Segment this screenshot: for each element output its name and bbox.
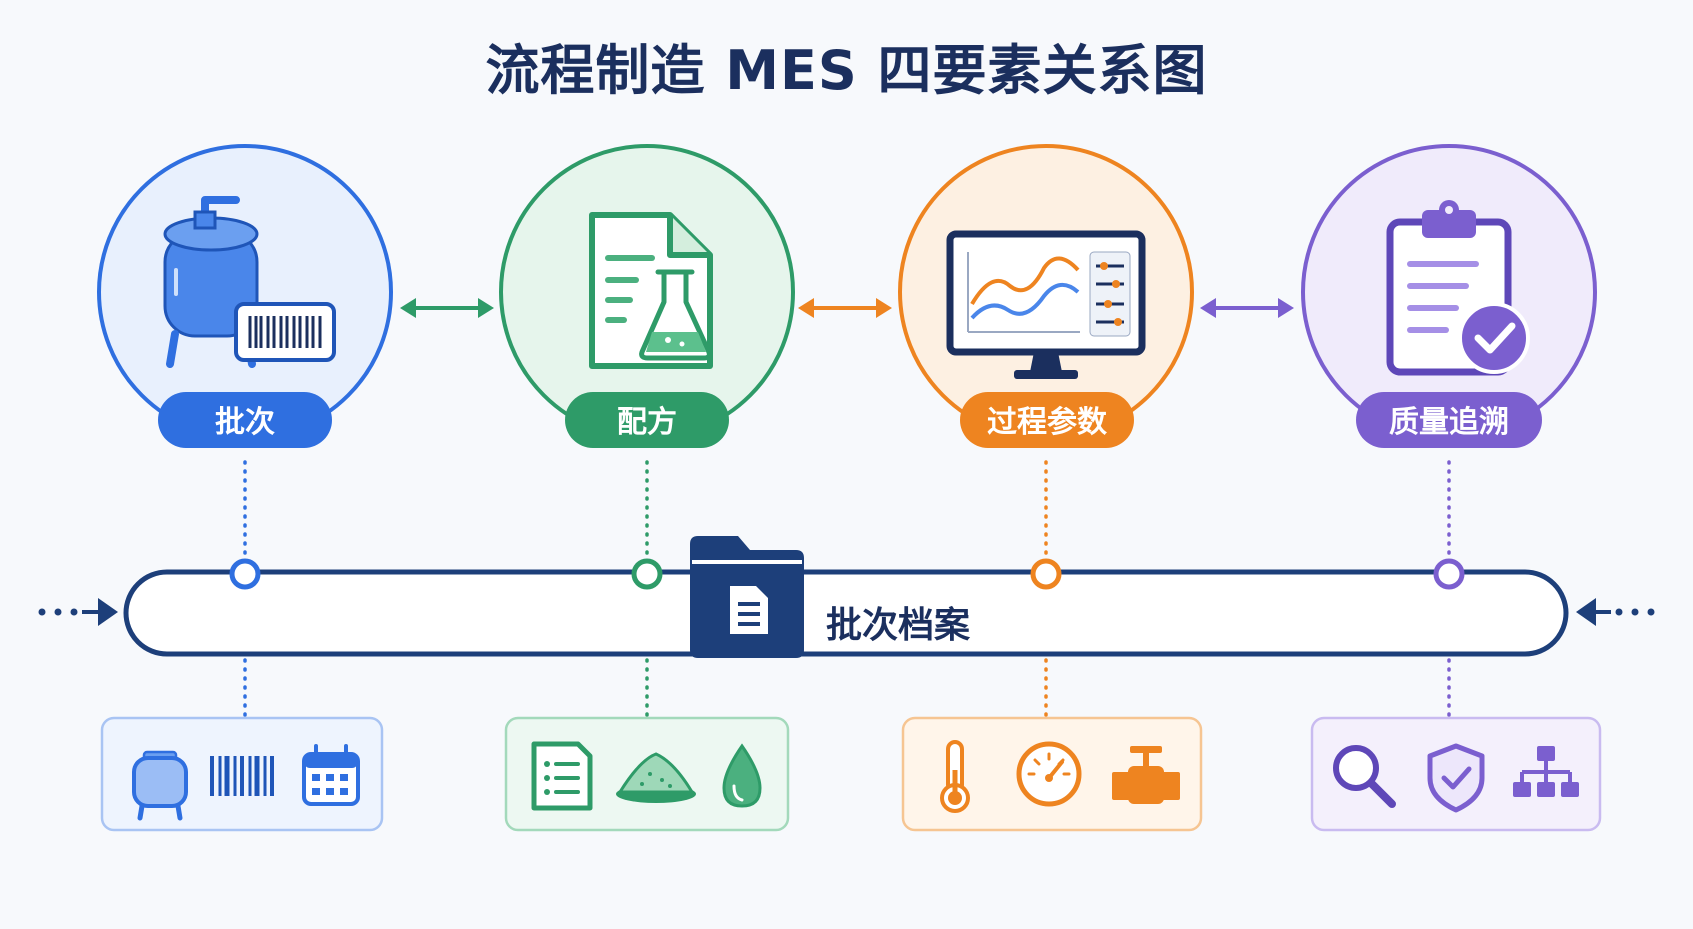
- tank-icon: [132, 750, 188, 821]
- detail-box-quality: [1310, 716, 1602, 832]
- pill-process[interactable]: 过程参数: [960, 392, 1134, 448]
- magnifier-icon: [1333, 745, 1396, 808]
- node-quality: [1301, 144, 1597, 440]
- bar-node-process: [1030, 558, 1062, 590]
- archive-label: 批次档案: [826, 605, 971, 646]
- pill-quality[interactable]: 质量追溯: [1356, 392, 1542, 448]
- pill-recipe-label: 配方: [617, 405, 677, 440]
- archive-bar: [123, 569, 1569, 657]
- bar-node-recipe: [631, 558, 663, 590]
- node-batch: [97, 144, 393, 440]
- bar-node-quality: [1433, 558, 1465, 590]
- folder-document-icon: [690, 536, 804, 658]
- tank-barcode-icon: [163, 196, 336, 368]
- pill-quality-label: 质量追溯: [1389, 405, 1509, 440]
- arrow-recipe-process: [798, 298, 892, 318]
- incoming-arrow-right: [1576, 598, 1655, 626]
- clipboard-check-icon: [1386, 200, 1530, 376]
- node-process: [898, 144, 1194, 440]
- hierarchy-icon: [1513, 746, 1579, 797]
- list-document-icon: [531, 741, 593, 811]
- detail-box-recipe: [504, 716, 790, 832]
- thermometer-icon: [940, 740, 970, 813]
- calendar-icon: [302, 744, 360, 806]
- gauge-icon: [1016, 741, 1082, 807]
- pill-batch-label: 批次: [215, 405, 275, 440]
- incoming-arrow-left: [38, 598, 118, 626]
- detail-box-batch: [100, 716, 384, 832]
- pill-recipe[interactable]: 配方: [565, 392, 729, 448]
- valve-icon: [1112, 746, 1180, 804]
- detail-box-process: [901, 716, 1203, 832]
- arrow-batch-recipe: [400, 298, 494, 318]
- arrow-process-quality: [1200, 298, 1294, 318]
- monitor-chart-icon: [946, 230, 1146, 379]
- pill-batch[interactable]: 批次: [158, 392, 332, 448]
- shield-check-icon: [1427, 743, 1485, 813]
- recipe-flask-icon: [589, 212, 713, 369]
- powder-icon: [616, 752, 696, 803]
- barcode-icon: [210, 756, 274, 796]
- pill-process-label: 过程参数: [987, 405, 1108, 440]
- bar-node-batch: [229, 558, 261, 590]
- droplet-icon: [722, 743, 762, 808]
- page-title: 流程制造 MES 四要素关系图: [485, 39, 1208, 102]
